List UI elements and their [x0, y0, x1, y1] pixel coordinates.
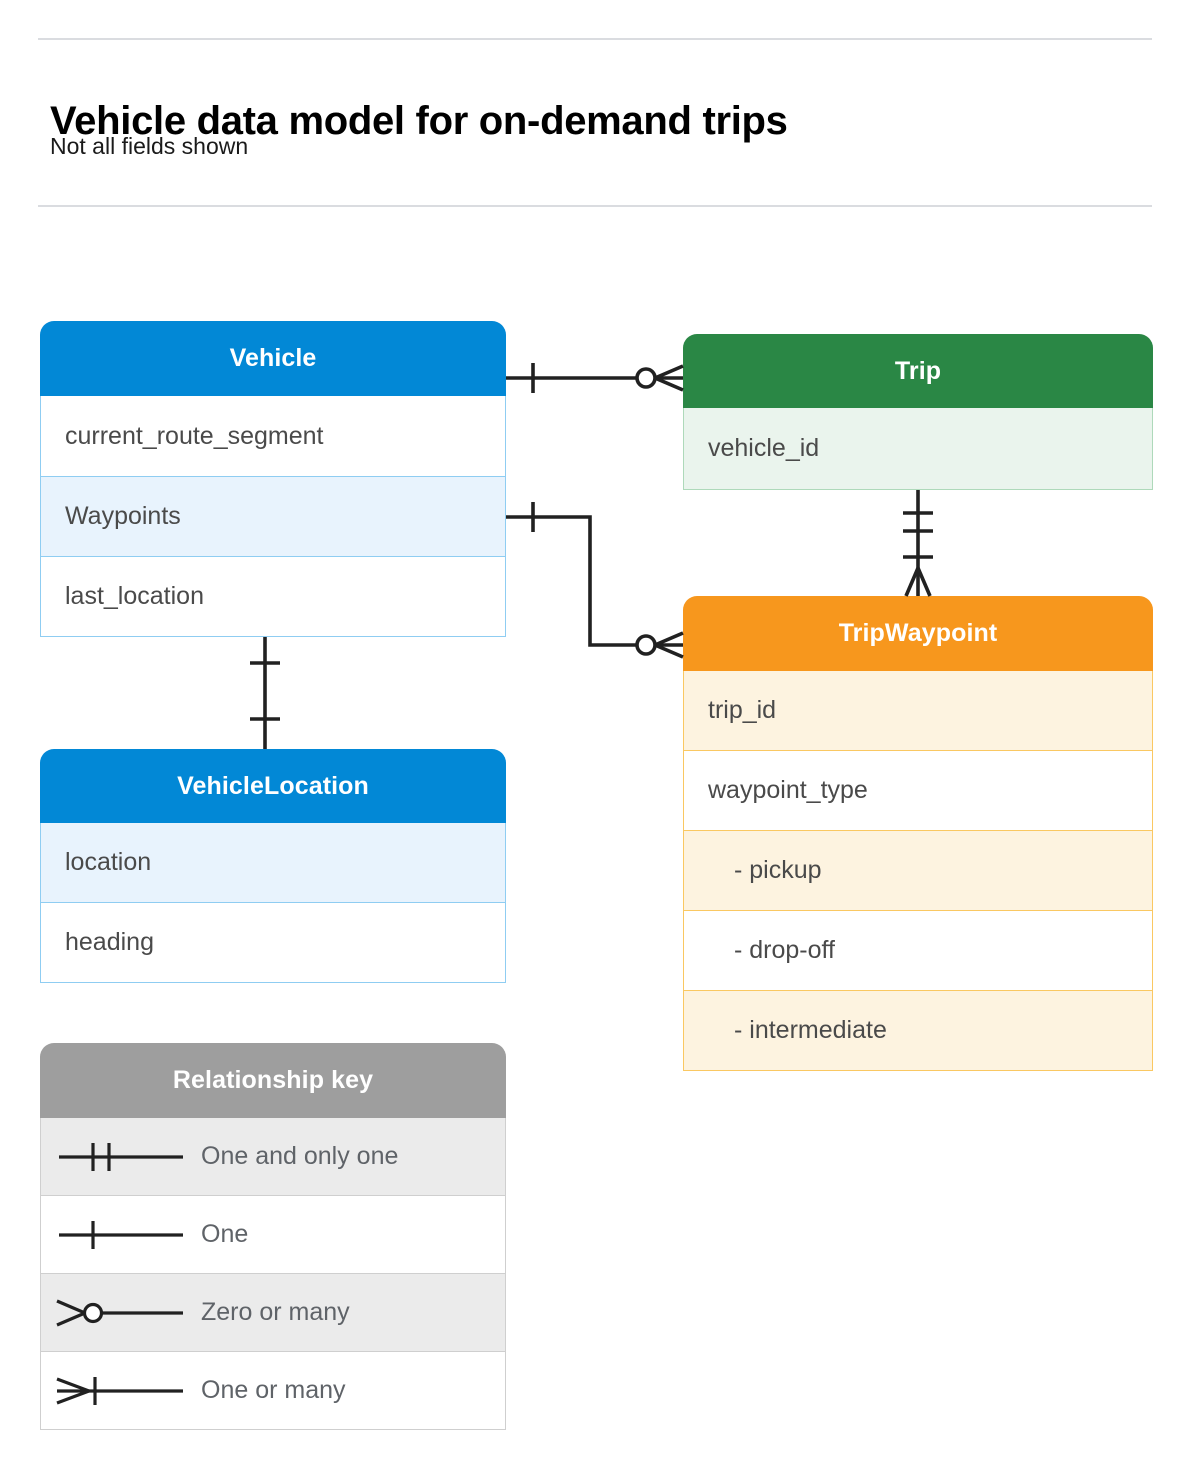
connector-trip-tripwaypoint: [903, 490, 933, 597]
entity-vehiclelocation-title: VehicleLocation: [40, 749, 506, 823]
entity-vehicle-field-waypoints[interactable]: Waypoints: [40, 477, 506, 557]
connector-vehicle-trip: [506, 363, 684, 393]
legend-item-label: Zero or many: [201, 1298, 350, 1326]
legend-relationship-key: Relationship key One and only one: [40, 1043, 506, 1430]
legend-item-label: One: [201, 1220, 249, 1248]
entity-tripwaypoint-field-waypoint-type[interactable]: waypoint_type: [683, 751, 1153, 831]
entity-trip-title: Trip: [683, 334, 1153, 408]
legend-item-one-or-many: One or many: [40, 1352, 506, 1430]
entity-trip[interactable]: Trip vehicle_id: [683, 334, 1153, 490]
connector-vehicle-vehiclelocation: [250, 637, 280, 749]
entity-tripwaypoint-value-drop-off[interactable]: - drop-off: [683, 911, 1153, 991]
entity-tripwaypoint[interactable]: TripWaypoint trip_id waypoint_type - pic…: [683, 596, 1153, 1071]
entity-vehiclelocation-field-location[interactable]: location: [40, 823, 506, 903]
entity-vehicle-field-current-route-segment[interactable]: current_route_segment: [40, 396, 506, 477]
legend-item-label: One and only one: [201, 1142, 399, 1170]
zero-or-many-icon: [41, 1293, 201, 1333]
entity-tripwaypoint-field-trip-id[interactable]: trip_id: [683, 671, 1153, 751]
one-and-only-one-icon: [41, 1137, 201, 1177]
entity-trip-field-vehicle-id[interactable]: vehicle_id: [683, 408, 1153, 490]
legend-item-one-and-only-one: One and only one: [40, 1118, 506, 1196]
one-icon: [41, 1215, 201, 1255]
legend-item-label: One or many: [201, 1376, 346, 1404]
legend-title: Relationship key: [40, 1043, 506, 1118]
entity-vehiclelocation[interactable]: VehicleLocation location heading: [40, 749, 506, 983]
legend-item-one: One: [40, 1196, 506, 1274]
legend-item-zero-or-many: Zero or many: [40, 1274, 506, 1352]
entity-vehiclelocation-field-heading[interactable]: heading: [40, 903, 506, 983]
entity-tripwaypoint-value-intermediate[interactable]: - intermediate: [683, 991, 1153, 1071]
header-divider-bottom: [38, 205, 1152, 207]
header-divider-top: [38, 38, 1152, 40]
entity-tripwaypoint-title: TripWaypoint: [683, 596, 1153, 671]
entity-vehicle-field-last-location[interactable]: last_location: [40, 557, 506, 637]
entity-vehicle-title: Vehicle: [40, 321, 506, 396]
entity-vehicle[interactable]: Vehicle current_route_segment Waypoints …: [40, 321, 506, 637]
one-or-many-icon: [41, 1371, 201, 1411]
page-subtitle: Not all fields shown: [50, 133, 249, 159]
entity-tripwaypoint-value-pickup[interactable]: - pickup: [683, 831, 1153, 911]
page-title: Vehicle data model for on-demand trips: [50, 98, 788, 143]
connector-waypoints-tripwaypoint: [506, 502, 684, 659]
